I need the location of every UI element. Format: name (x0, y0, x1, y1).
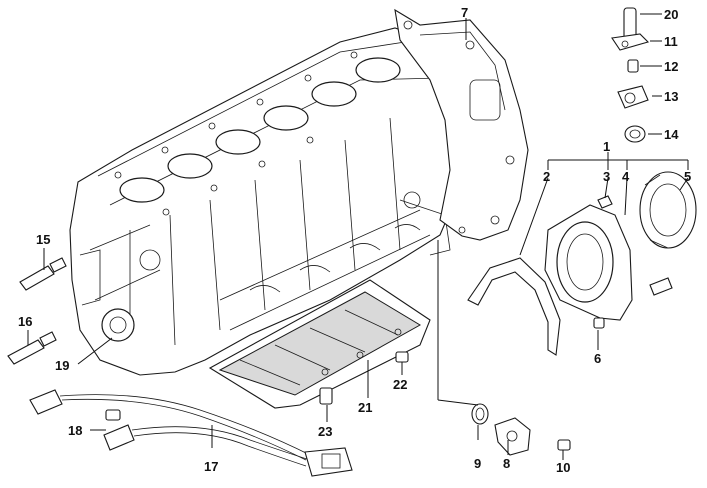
callout-18: 18 (68, 423, 82, 438)
callout-labels: 1 2 3 4 5 6 7 8 9 10 11 12 13 14 15 16 1… (18, 5, 691, 475)
callout-9: 9 (474, 456, 481, 471)
oil-pan (208, 279, 431, 409)
callout-20: 20 (664, 7, 678, 22)
callout-13: 13 (664, 89, 678, 104)
callout-3: 3 (603, 169, 610, 184)
callout-17: 17 (204, 459, 218, 474)
callout-2: 2 (543, 169, 550, 184)
rear-end-plate (394, 8, 529, 241)
leader-lines (27, 13, 689, 460)
callout-4: 4 (622, 169, 630, 184)
callout-14: 14 (664, 127, 679, 142)
engine-block (69, 27, 461, 376)
left-studs (7, 257, 67, 365)
small-parts-top-right (611, 7, 650, 143)
callout-6: 6 (594, 351, 601, 366)
callout-21: 21 (358, 400, 372, 415)
rear-seal-carrier-assembly (467, 171, 697, 356)
callout-22: 22 (393, 377, 407, 392)
callout-11: 11 (664, 34, 678, 49)
callout-12: 12 (664, 59, 678, 74)
callout-10: 10 (556, 460, 570, 475)
knock-sensor-cables (29, 389, 353, 477)
callout-5: 5 (684, 169, 691, 184)
callout-1: 1 (603, 139, 610, 154)
callout-15: 15 (36, 232, 50, 247)
callout-23: 23 (318, 424, 332, 439)
callout-19: 19 (55, 358, 69, 373)
callout-16: 16 (18, 314, 32, 329)
callout-7: 7 (461, 5, 468, 20)
callout-8: 8 (503, 456, 510, 471)
